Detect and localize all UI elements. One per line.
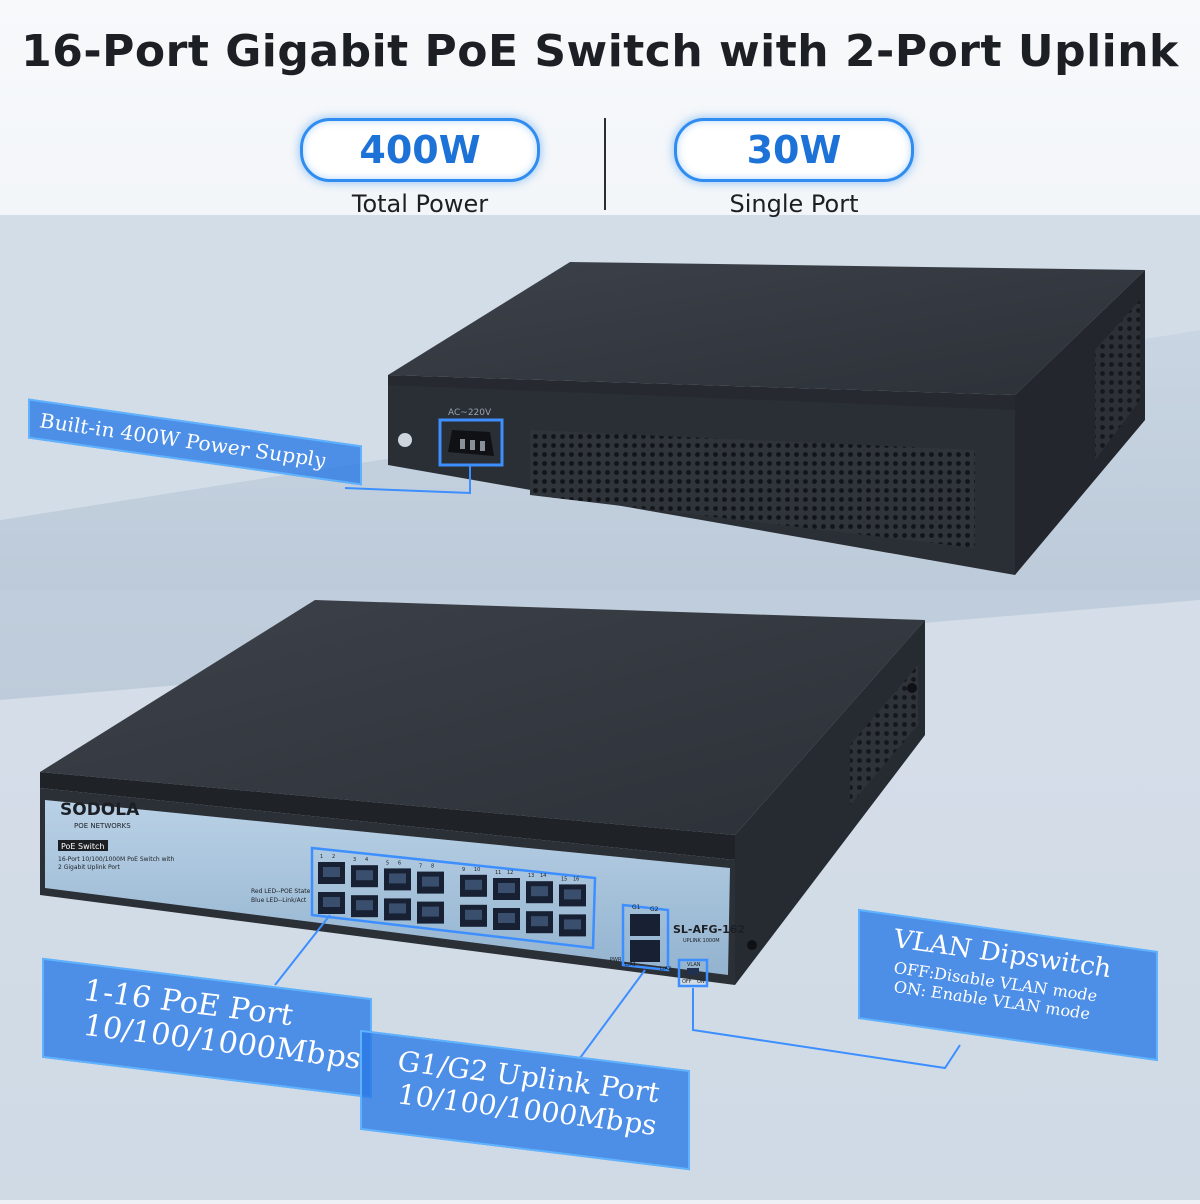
- uplink-label-g2: G2: [650, 906, 659, 913]
- poe-port-jack: [498, 913, 515, 923]
- poe-port-jack: [323, 867, 340, 877]
- poe-port-jack: [323, 897, 340, 907]
- uplink-port-frame: [621, 903, 670, 972]
- poe-port-jack: [422, 906, 439, 917]
- model-number: SL-AFG-162: [673, 923, 745, 936]
- spec-caption: Single Port: [729, 190, 859, 218]
- poe-port-jack: [531, 916, 548, 927]
- pwr-led-label: PWR: [610, 957, 622, 963]
- link-act-1-label: L/A1: [625, 962, 636, 968]
- spec-value: 30W: [674, 118, 914, 182]
- poe-callout-line: [274, 914, 331, 986]
- page-title: 16-Port Gigabit PoE Switch with 2-Port U…: [21, 26, 1179, 77]
- led-legend-red: Red LED--POE State: [251, 888, 311, 895]
- poe-port-jack: [389, 873, 406, 884]
- poe-port-label: 3: [353, 857, 356, 863]
- brand-subtitle: POE NETWORKS: [74, 822, 131, 830]
- poe-port-label: 11: [495, 870, 501, 876]
- spec-value: 400W: [300, 118, 540, 182]
- poe-port-jack: [465, 879, 482, 890]
- poe-port-label: 2: [332, 854, 335, 860]
- uplink-port-g1: [630, 914, 660, 936]
- front-side-vent: [850, 665, 918, 805]
- power-rating-label: AC~220V: [448, 408, 492, 418]
- poe-port-jack: [389, 903, 406, 914]
- spec-divider: [604, 118, 606, 210]
- model-subtitle: UPLINK 1000M: [683, 938, 720, 944]
- poe-port-label: 1: [320, 854, 323, 860]
- poe-port-jack: [465, 909, 482, 920]
- vlan-label: VLAN: [687, 962, 701, 968]
- vlan-dip-frame: [677, 958, 709, 988]
- poe-port-label: 6: [398, 860, 401, 866]
- vlan-off-label: OFF: [682, 979, 692, 985]
- poe-port-label: 13: [528, 873, 534, 879]
- poe-port-label: 14: [540, 873, 546, 879]
- ground-screw: [398, 433, 412, 447]
- vlan-on-label: ON: [697, 979, 705, 985]
- poe-switch-badge: PoE Switch: [61, 842, 104, 851]
- uplink-callout-line: [579, 969, 646, 1059]
- poe-port-block-frame: [310, 846, 597, 950]
- poe-port-jack: [564, 889, 581, 900]
- power-callout-line: [344, 465, 471, 495]
- poe-port-label: 15: [561, 876, 567, 882]
- uplink-port-g2: [630, 940, 660, 962]
- uplink-label-g1: G1: [632, 904, 641, 911]
- spec-single-port: 30W Single Port: [674, 118, 914, 218]
- poe-port-jack: [498, 883, 515, 893]
- spec-caption: Total Power: [351, 190, 489, 218]
- poe-port-jack: [356, 870, 373, 881]
- poe-port-label: 10: [474, 867, 480, 873]
- led-legend-blue: Blue LED--Link/Act: [251, 897, 307, 904]
- poe-port-jack: [531, 886, 548, 897]
- rear-vent: [530, 430, 975, 548]
- description-line-2: 2 Gigabit Uplink Port: [58, 864, 121, 871]
- poe-port-label: 16: [573, 876, 579, 882]
- switch-rear-view: AC~220V: [388, 262, 1145, 575]
- poe-port-jack: [422, 876, 439, 887]
- poe-port-label: 7: [419, 864, 422, 870]
- vlan-callout-line: [692, 988, 961, 1070]
- poe-port-label: 4: [365, 857, 368, 863]
- link-act-2-label: L/A2: [660, 966, 671, 972]
- poe-port-jack: [356, 900, 373, 911]
- description-line-1: 16-Port 10/100/1000M PoE Switch with: [58, 856, 175, 863]
- spec-total-power: 400W Total Power: [300, 118, 540, 218]
- poe-port-jack: [564, 919, 581, 930]
- side-vent: [1095, 300, 1140, 460]
- poe-port-label: 8: [431, 864, 434, 870]
- poe-port-label: 12: [507, 870, 513, 876]
- brand-logo: SODOLA: [60, 800, 140, 820]
- vlan-dipswitch: [687, 968, 699, 975]
- poe-port-label: 5: [386, 860, 389, 866]
- poe-port-label: 9: [462, 867, 465, 873]
